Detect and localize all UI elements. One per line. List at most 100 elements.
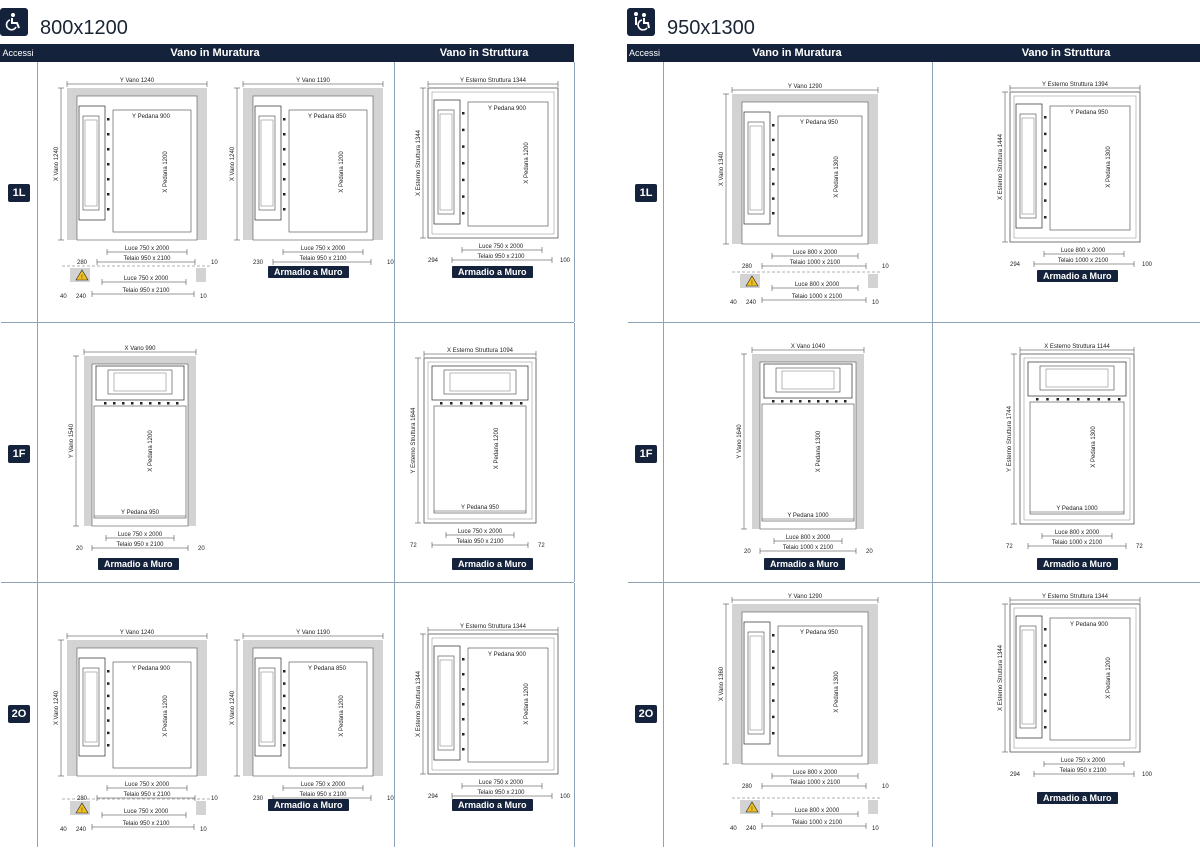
dimension-label: X Pedana 1300 <box>834 671 840 713</box>
wall-right <box>188 356 196 526</box>
guide-bolt <box>1044 166 1047 169</box>
dimension-label: X Pedana 1200 <box>524 142 530 184</box>
dimension-label: Y Pedana 950 <box>121 510 160 516</box>
guide-bolt <box>510 402 513 405</box>
cell-muratura <box>37 62 395 322</box>
lift-mechanism-core <box>1021 629 1035 725</box>
guide-bolt <box>1097 398 1100 401</box>
guide-bolt <box>772 666 775 670</box>
dimension-label: 40 <box>60 294 67 300</box>
guide-bolt <box>462 128 465 132</box>
guide-bolt <box>462 733 465 736</box>
dimension-label: 100 <box>1142 772 1153 778</box>
dimension-label: Y Pedana 850 <box>308 114 347 120</box>
platform <box>288 661 368 769</box>
wall-right <box>856 354 864 529</box>
guide-bolt <box>1036 398 1039 401</box>
guide-bolt <box>772 138 775 142</box>
dimension-label: 40 <box>60 827 67 833</box>
lift-mechanism-core <box>1021 117 1035 215</box>
guide-bolt <box>799 400 802 403</box>
dimension-label: Telaio 950 x 2100 <box>299 792 347 798</box>
lift-mechanism-core <box>260 671 274 743</box>
guide-bolt <box>107 731 110 735</box>
dimension-label: 10 <box>872 826 879 832</box>
guide-bolt <box>772 650 775 653</box>
guide-bolt <box>772 732 775 735</box>
guide-bolt <box>283 731 286 735</box>
guide-bolt <box>104 402 107 405</box>
lift-mechanism <box>1027 361 1127 397</box>
lift-mechanism-inner <box>82 115 100 211</box>
platform <box>112 109 192 233</box>
dimension-label: Y Pedana 900 <box>488 652 527 658</box>
guide-bolt <box>1044 628 1047 631</box>
row-1f: 1F <box>628 323 1200 583</box>
lift-mechanism <box>95 365 185 401</box>
dimension-label: Y Vano 1640 <box>737 424 743 459</box>
lift-mechanism-inner <box>1019 625 1037 729</box>
guide-bolt <box>772 400 775 403</box>
dimension-label: 10 <box>211 260 218 266</box>
wall-block <box>868 800 878 814</box>
row-1l: 1L <box>628 62 1200 323</box>
guide-bolt <box>772 699 775 702</box>
wheelchair-assist-icon <box>627 8 655 36</box>
dimension-label: Luce 750 x 2000 <box>125 782 170 788</box>
lift-mechanism-inner <box>747 631 765 735</box>
guide-bolt <box>283 682 286 685</box>
guide-bolt <box>772 683 775 686</box>
dimension-label: X Vano 990 <box>125 346 157 352</box>
dimension-label: Luce 750 x 2000 <box>124 809 169 815</box>
guide-bolt <box>107 719 110 722</box>
dimension-label: X Pedana 1300 <box>1091 426 1097 468</box>
dimension-label: Telaio 950 x 2100 <box>477 790 525 796</box>
dimension-label: X Pedana 1200 <box>163 151 169 193</box>
dimension-label: Telaio 1000 x 2100 <box>790 260 841 266</box>
wall-top <box>243 88 383 96</box>
dimension-label: Telaio 950 x 2100 <box>299 256 347 262</box>
dimension-label: X Pedana 1200 <box>163 695 169 737</box>
lift-mechanism-inner <box>1019 113 1037 219</box>
guide-bolt <box>283 178 286 181</box>
wall-right <box>868 604 878 764</box>
dimension-label: 294 <box>428 794 439 800</box>
dimension-label: Luce 750 x 2000 <box>124 276 169 282</box>
armadio-a-muro-label: Armadio a Muro <box>1037 270 1118 282</box>
dimension-label: Y Pedana 900 <box>1070 622 1109 628</box>
dimension-label: Y Pedana 950 <box>461 505 500 511</box>
dimension-label: Luce 750 x 2000 <box>479 244 524 250</box>
wall-left <box>67 88 77 240</box>
dimension-label: Y Esterno Struttura 1344 <box>1042 594 1109 600</box>
guide-bolt <box>131 402 134 405</box>
wall-block <box>196 268 206 282</box>
dimension-label: X Pedana 1200 <box>524 683 530 725</box>
guide-bolt <box>283 694 286 698</box>
dimension-label: Y Esterno Struttura 1394 <box>1042 82 1109 88</box>
guide-bolt <box>283 193 286 196</box>
guide-bolt <box>462 162 465 165</box>
guide-bolt <box>462 688 465 691</box>
guide-bolt <box>500 402 503 405</box>
dimension-label: 40 <box>730 826 737 832</box>
dimension-label: X Esterno Struttura 1344 <box>998 644 1004 711</box>
dimension-label: 240 <box>746 300 757 306</box>
platform <box>112 661 192 769</box>
guide-bolt <box>1044 709 1047 713</box>
lift-mechanism <box>433 645 461 761</box>
dimension-label: X Vano 1240 <box>230 690 236 725</box>
dimension-label: Y Esterno Struttura 1344 <box>460 78 527 84</box>
warning-mark: ! <box>751 807 753 813</box>
dimension-label: 20 <box>198 546 205 552</box>
guide-bolt <box>772 197 775 200</box>
dimension-label: 40 <box>730 300 737 306</box>
armadio-a-muro-label: Armadio a Muro <box>98 558 179 570</box>
dimension-label: Y Pedana 900 <box>488 106 527 112</box>
lift-mechanism <box>254 657 282 757</box>
wall-left <box>243 88 253 240</box>
wall-right <box>868 94 878 244</box>
lift-mechanism-inner <box>258 667 276 747</box>
